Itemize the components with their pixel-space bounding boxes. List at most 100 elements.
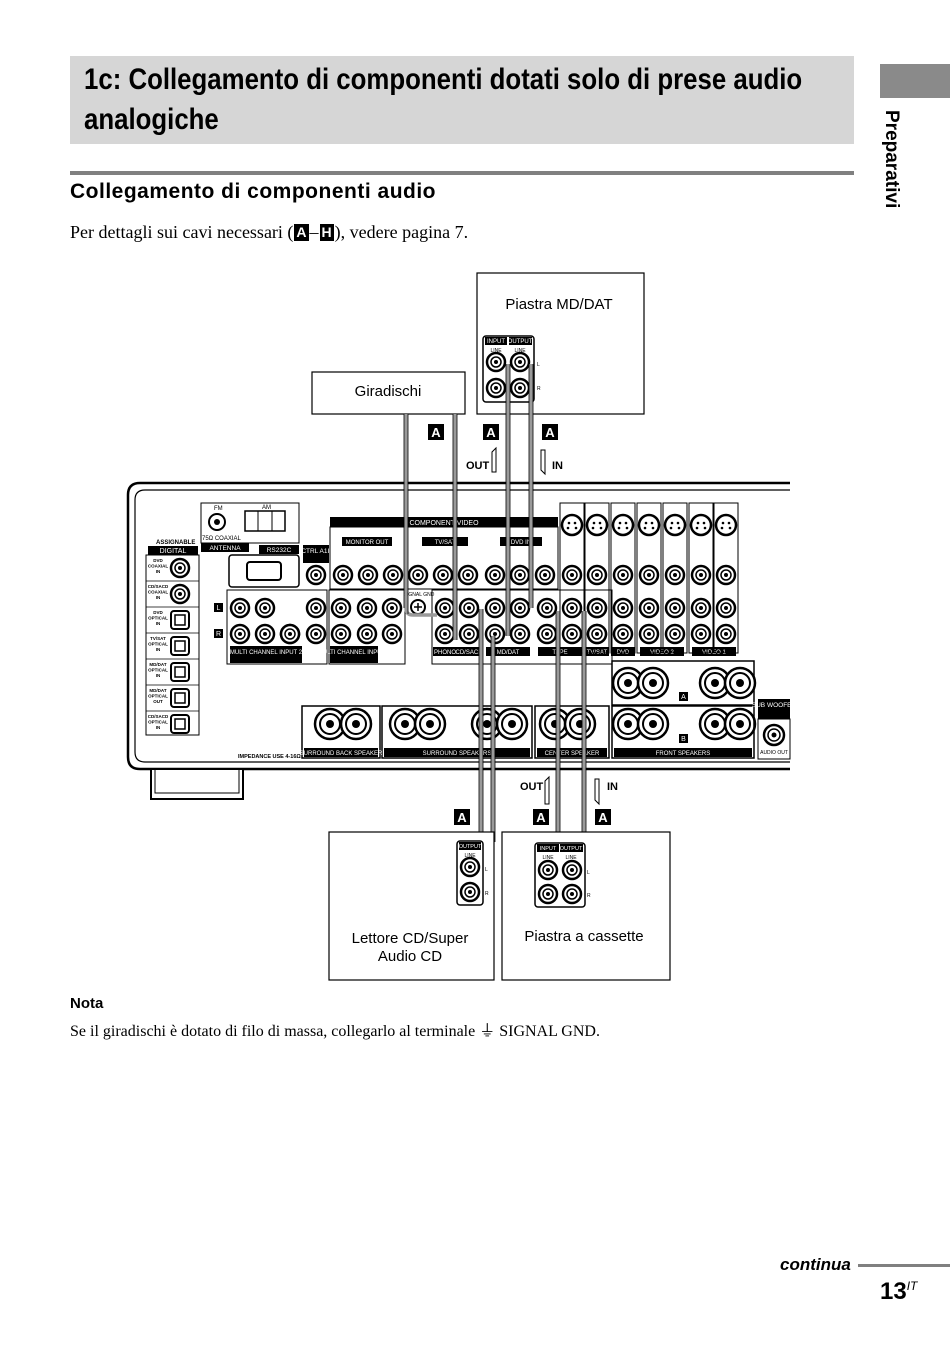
digital-input-label: MD/DAT [149, 688, 166, 693]
video-audio-l-jack-4[interactable] [638, 597, 660, 619]
tape-output-l-jack[interactable] [561, 859, 583, 881]
s-video-jack-7[interactable] [714, 513, 738, 537]
video-jack-4[interactable] [638, 564, 660, 586]
multi-ch-jack-l-6[interactable] [356, 597, 378, 619]
video-audio-l-jack-3[interactable] [612, 597, 634, 619]
multi-ch-jack-r-1[interactable] [229, 623, 251, 645]
s-video-jack-1[interactable] [560, 513, 584, 537]
md-input-r-jack[interactable] [485, 377, 507, 399]
woofer-1-jack[interactable] [381, 623, 403, 645]
video-audio-r-jack-6[interactable] [690, 623, 712, 645]
monitor-out-label: MONITOR OUT [346, 540, 389, 546]
multi-ch-jack-r-2[interactable] [254, 623, 276, 645]
s-video-jack-4[interactable] [637, 513, 661, 537]
audio-group-label: MD/DAT [497, 650, 520, 656]
multi-ch-jack-l-5[interactable] [330, 597, 352, 619]
multi-ch-jack-l-7[interactable] [381, 597, 403, 619]
md-dat-deck: Piastra MD/DAT INPUT OUTPUT LINE LINE L … [476, 272, 645, 415]
audio-jack-l-2[interactable] [458, 597, 480, 619]
cd-player: OUTPUT LINE L R Lettore CD/Super Audio C… [328, 831, 495, 981]
video-audio-l-jack-6[interactable] [690, 597, 712, 619]
video-jack-6[interactable] [690, 564, 712, 586]
md-output-l-jack[interactable] [509, 351, 531, 373]
digital-input-7-jack[interactable] [170, 714, 190, 734]
s-video-jack-6[interactable] [689, 513, 713, 537]
component-video-jack-7[interactable] [484, 564, 506, 586]
surround-back-jack[interactable] [279, 623, 301, 645]
s-video-jack-5[interactable] [663, 513, 687, 537]
multi-ch-jack-r-5[interactable] [330, 623, 352, 645]
audio-jack-r-6[interactable] [561, 623, 583, 645]
audio-jack-l-1[interactable] [434, 597, 456, 619]
cables [404, 364, 586, 870]
speaker-terminal-4[interactable] [723, 666, 757, 700]
component-video-jack-4[interactable] [407, 564, 429, 586]
component-video-jack-3[interactable] [382, 564, 404, 586]
cable-tags-lower: A A A [454, 809, 611, 825]
cd-r-label: R [485, 891, 489, 897]
digital-input-3-jack[interactable] [170, 610, 190, 630]
multi-ch-jack-l-4[interactable] [305, 597, 327, 619]
note-heading: Nota [70, 995, 104, 1012]
speaker-terminal-12[interactable] [563, 707, 597, 741]
video-audio-r-jack-5[interactable] [664, 623, 686, 645]
component-video-jack-1[interactable] [332, 564, 354, 586]
audio-jack-l-4[interactable] [509, 597, 531, 619]
audio-jack-r-5[interactable] [536, 623, 558, 645]
ctrl-a1-jack[interactable] [305, 564, 327, 586]
audio-jack-r-2[interactable] [458, 623, 480, 645]
video-audio-r-jack-7[interactable] [715, 623, 737, 645]
video-jack-5[interactable] [664, 564, 686, 586]
tape-input-l-jack[interactable] [537, 859, 559, 881]
component-video-section: COMPONENT VIDEO MONITOR OUT TV/SAT DVD I… [329, 517, 559, 590]
speaker-terminal-8[interactable] [413, 707, 447, 741]
digital-input-1-jack[interactable] [169, 557, 191, 579]
s-video-jack-2[interactable] [585, 513, 609, 537]
multi-ch-jack-l-2[interactable] [254, 597, 276, 619]
digital-input-4-jack[interactable] [170, 636, 190, 656]
multi-channel-section: MULTI CHANNEL INPUT 2 MULTI CHANNEL INPU… [214, 589, 435, 665]
component-video-jack-2[interactable] [357, 564, 379, 586]
digital-input-5-jack[interactable] [170, 662, 190, 682]
md-input-l-jack[interactable] [485, 351, 507, 373]
audio-jack-r-4[interactable] [509, 623, 531, 645]
speaker-terminal-14[interactable] [636, 707, 670, 741]
speaker-terminal-2[interactable] [636, 666, 670, 700]
sub-woofer-jack[interactable] [762, 723, 786, 747]
component-video-jack-6[interactable] [457, 564, 479, 586]
speaker-terminal-16[interactable] [723, 707, 757, 741]
multi-ch-jack-r-6[interactable] [356, 623, 378, 645]
md-output-r-jack[interactable] [509, 377, 531, 399]
component-video-jack-9[interactable] [534, 564, 556, 586]
video-audio-l-jack-5[interactable] [664, 597, 686, 619]
video-audio-r-jack-3[interactable] [612, 623, 634, 645]
digital-input-6-jack[interactable] [170, 688, 190, 708]
tape-output-r-jack[interactable] [561, 883, 583, 905]
speaker-terminal-10[interactable] [495, 707, 529, 741]
video-audio-l-jack-7[interactable] [715, 597, 737, 619]
audio-jack-r-1[interactable] [434, 623, 456, 645]
component-video-jack-5[interactable] [432, 564, 454, 586]
component-video-jack-8[interactable] [509, 564, 531, 586]
video-audio-r-jack-4[interactable] [638, 623, 660, 645]
cd-output-l-jack[interactable] [459, 856, 481, 878]
audio-jack-l-6[interactable] [561, 597, 583, 619]
video-jack-3[interactable] [612, 564, 634, 586]
video-audio-l-jack-2[interactable] [586, 597, 608, 619]
cd-output-r-jack[interactable] [459, 881, 481, 903]
video-jack-2[interactable] [586, 564, 608, 586]
s-video-jack-3[interactable] [611, 513, 635, 537]
cable-tag: A [431, 425, 441, 440]
tape-input-r-jack[interactable] [537, 883, 559, 905]
speaker-terminal-6[interactable] [339, 707, 373, 741]
digital-input-label: IN [156, 621, 161, 626]
woofer-2-jack[interactable] [305, 623, 327, 645]
digital-input-2-jack[interactable] [169, 583, 191, 605]
audio-jack-l-3[interactable] [484, 597, 506, 619]
audio-jack-l-5[interactable] [536, 597, 558, 619]
video-audio-r-jack-2[interactable] [586, 623, 608, 645]
video-jack-1[interactable] [561, 564, 583, 586]
video-jack-7[interactable] [715, 564, 737, 586]
r-channel-label: R [216, 631, 221, 638]
multi-ch-jack-l-1[interactable] [229, 597, 251, 619]
